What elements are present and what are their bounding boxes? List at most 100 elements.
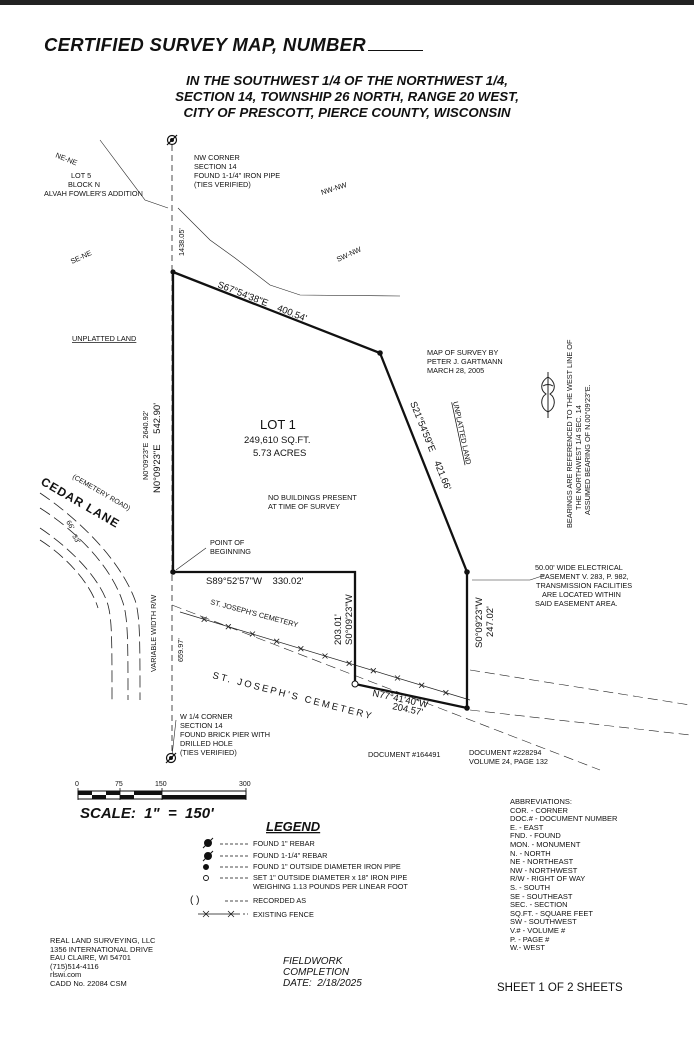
- east-bearing: S0°09'23"W: [474, 597, 485, 648]
- abbr-15: V.# - VOLUME #: [510, 925, 566, 935]
- easement-line-5-text: SAID EASEMENT AREA.: [535, 599, 618, 608]
- abbr-12: SEC. - SECTION: [510, 900, 568, 910]
- nw-nw-label: NW-NW: [320, 180, 348, 197]
- abbr-9: R/W - RIGHT OF WAY: [510, 874, 586, 884]
- north-line-bearing: S67°54'38"E 400.54': [216, 280, 308, 325]
- company-name: REAL LAND SURVEYING, LLC: [50, 936, 156, 945]
- lot-1-acres: 5.73 ACRES: [253, 448, 306, 459]
- abbr-17: W.- WEST: [510, 943, 545, 953]
- west-long-bearing: N0°09'23"E 2640.92': [141, 410, 150, 480]
- abbr-5: MON. - MONUMENT: [510, 839, 581, 849]
- lot-1-boundary: [171, 270, 469, 710]
- cedar-lane-line-2: [39, 507, 129, 701]
- cedar-lane-line-4: [39, 539, 99, 609]
- w-quarter-1: W 1/4 CORNER: [180, 712, 233, 721]
- w-quarter-4: DRILLED HOLE: [180, 739, 233, 748]
- fence-mark: [394, 675, 401, 681]
- company-web: rlswi.com: [50, 970, 82, 980]
- st-joseph-big: ST. JOSEPH'S CEMETERY: [211, 670, 375, 722]
- easement-line-3-text: TRANSMISSION FACILITIES: [536, 581, 632, 590]
- legend-title: LEGEND: [266, 819, 321, 834]
- easement-line-4-text: ARE LOCATED WITHIN: [542, 590, 621, 599]
- easement-line-3: [469, 709, 691, 736]
- lot-1-label: LOT 1: [260, 417, 296, 432]
- fieldwork-line-3: DATE: 2/18/2025: [283, 978, 362, 989]
- north-arrow: [541, 372, 555, 418]
- abbr-0: ABBREVIATIONS:: [510, 797, 572, 806]
- doc-228294-1: DOCUMENT #228294: [469, 748, 541, 757]
- subtitle-line-3: CITY OF PRESCOTT, PIERCE COUNTY, WISCONS…: [183, 105, 511, 120]
- corner-monuments: [165, 134, 470, 764]
- abbr-7: NE - NORTHEAST: [510, 857, 574, 867]
- subtitle-line-1: IN THE SOUTHWEST 1/4 OF THE NORTHWEST 1/…: [186, 73, 508, 88]
- scale-tick-150: 150: [155, 781, 167, 788]
- fence-mark: [273, 638, 280, 645]
- easement-line-1: [171, 604, 601, 771]
- inner-bearing: S0°09'23"W: [344, 594, 355, 645]
- fence-mark: [201, 616, 207, 623]
- abbr-10: S. - SOUTH: [510, 882, 551, 892]
- bearings-note-2: THE NORTHWEST 1/4 SEC. 14: [574, 405, 583, 510]
- abbr-8: NW - NORTHWEST: [510, 865, 578, 875]
- east-distance: 247.02': [485, 606, 496, 637]
- legend-item-3: FOUND 1" OUTSIDE DIAMETER IRON PIPE: [253, 862, 401, 871]
- cedar-lane-line-1: [39, 492, 141, 701]
- abbr-1: COR. - CORNER: [510, 805, 568, 815]
- company-city: EAU CLAIRE, WI 54701: [50, 953, 131, 963]
- scale-bar: [77, 788, 247, 800]
- sw-nw-label: SW-NW: [335, 245, 363, 264]
- company-phone: (715)514-4116: [50, 961, 99, 971]
- inner-distance: 203.01': [333, 614, 344, 645]
- nw-corner-line-4: (TIES VERIFIED): [194, 180, 251, 189]
- scale-tick-300: 300: [239, 781, 251, 788]
- fence-mark: [418, 682, 425, 689]
- lot5-line-2: BLOCK N: [68, 180, 100, 189]
- page-title-text: CERTIFIED SURVEY MAP, NUMBER: [44, 34, 366, 55]
- fence-mark: [370, 667, 377, 674]
- sheet-label: SHEET 1 OF 2 SHEETS: [497, 982, 623, 994]
- top-border: [0, 0, 694, 5]
- no-buildings-1: NO BUILDINGS PRESENT: [268, 493, 357, 502]
- legend-item-5: WEIGHING 1.13 POUNDS PER LINEAR FOOT: [253, 882, 408, 891]
- fieldwork-line-2: COMPLETION: [283, 967, 350, 978]
- fieldwork-line-1: FIELDWORK: [283, 956, 343, 967]
- scale-tick-75: 75: [115, 781, 123, 788]
- company-address: 1356 INTERNATIONAL DRIVE: [50, 944, 153, 954]
- fence-mark: [443, 689, 449, 696]
- fence-mark: [225, 623, 232, 630]
- lot5-line-3: ALVAH FOWLER'S ADDITION: [44, 189, 143, 198]
- legend-symbols: [198, 837, 248, 918]
- map-of-survey-1: MAP OF SURVEY BY: [427, 348, 499, 357]
- abbr-3: E. - EAST: [510, 822, 544, 832]
- pob-leader: [175, 547, 207, 571]
- pob-line-1: POINT OF: [210, 538, 245, 547]
- legend-item-4: SET 1" OUTSIDE DIAMETER x 18" IRON PIPE: [253, 873, 407, 882]
- south-line-bearing: S89°52'57"W 330.02': [206, 576, 304, 587]
- w-quarter-5: (TIES VERIFIED): [180, 748, 237, 757]
- easement-line-2-text: EASEMENT V. 283, P. 982,: [540, 572, 629, 581]
- dist-659: 659.97': [176, 638, 185, 662]
- west-line-bearing: N0°09'23"E 542.90': [152, 403, 163, 493]
- nw-corner-line-2: SECTION 14: [194, 162, 237, 171]
- no-buildings-2: AT TIME OF SURVEY: [268, 502, 340, 511]
- distance-1438: 1438.05': [177, 228, 186, 256]
- page-title: CERTIFIED SURVEY MAP, NUMBER: [44, 34, 423, 56]
- fieldwork-block: FIELDWORK COMPLETION DATE: 2/18/2025: [283, 956, 362, 989]
- se-ne-label: SE-NE: [69, 248, 93, 266]
- doc-164491: DOCUMENT #164491: [368, 750, 440, 759]
- lot-1-sqft: 249,610 SQ.FT.: [244, 435, 311, 446]
- map-of-survey-2: PETER J. GARTMANN: [427, 357, 503, 366]
- title-number-blank: [367, 36, 423, 51]
- fence-mark: [346, 660, 352, 667]
- fence-mark: [322, 653, 328, 659]
- legend-item-6: RECORDED AS: [253, 896, 306, 905]
- cedar-lane-line-3: [39, 527, 113, 701]
- w-quarter-2: SECTION 14: [180, 721, 223, 730]
- abbr-4: FND. - FOUND: [510, 831, 561, 841]
- subtitle-line-2: SECTION 14, TOWNSHIP 26 NORTH, RANGE 20 …: [175, 89, 519, 104]
- unplatted-right: UNPLATTED LAND: [451, 401, 473, 466]
- bearings-note-3: ASSUMED BEARING OF N.00°09'23"E.: [583, 384, 592, 515]
- quarter-line-north-left: [99, 139, 169, 209]
- dim-33: 33': [70, 534, 81, 545]
